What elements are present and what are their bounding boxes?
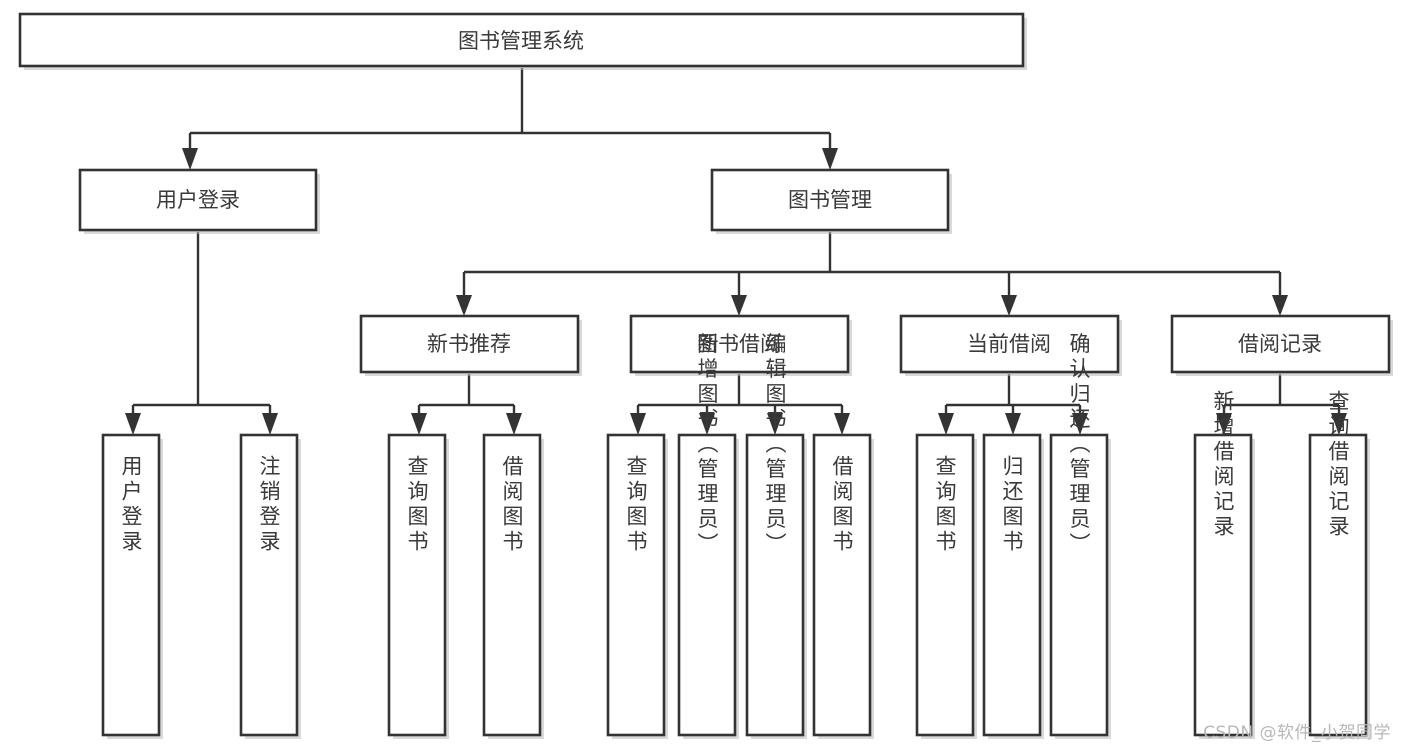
- leaf-book-borrow-1-box: [677, 433, 737, 737]
- leaf-book-borrow-0-box: [606, 433, 666, 737]
- leaf-node[interactable]: 查询图书: [915, 433, 977, 739]
- arrowhead-book-manage: [822, 148, 838, 170]
- leaf-new-book-rec-1-label: 借阅图书: [500, 455, 524, 555]
- leaf-node[interactable]: 查询图书: [387, 433, 449, 739]
- node-current-borrow-label: 当前借阅: [967, 332, 1051, 356]
- leaf-node[interactable]: 确认归还（管理员）: [1049, 333, 1111, 740]
- leaf-current-borrow-1-box: [982, 433, 1042, 737]
- arrowhead-user-login: [182, 148, 198, 170]
- leaf-borrow-record-0-label: 新增借阅记录: [1211, 390, 1235, 540]
- leaf-book-borrow-3-label: 借阅图书: [830, 455, 854, 555]
- leaf-book-borrow-2-label: 编辑图书（管理员）: [763, 333, 787, 558]
- leaf-book-borrow-0-label: 查询图书: [624, 455, 648, 555]
- node-current-borrow-box: [899, 314, 1120, 374]
- arrowhead-leaf-user-login-1: [262, 413, 278, 435]
- arrowhead-leaf-borrow-record-1: [1331, 413, 1347, 435]
- arrowhead-leaf-current-borrow-0: [938, 413, 954, 435]
- arrowhead-leaf-current-borrow-2: [1072, 413, 1088, 435]
- node-root[interactable]: 图书管理系统: [18, 12, 1027, 70]
- arrowhead-leaf-borrow-record-0: [1216, 413, 1232, 435]
- node-new-book-rec[interactable]: 新书推荐: [359, 314, 582, 376]
- node-new-book-rec-box: [359, 314, 580, 374]
- leaf-user-login-0-box: [101, 433, 161, 737]
- node-book-manage[interactable]: 图书管理: [710, 168, 952, 234]
- node-book-manage-box: [710, 168, 950, 232]
- leaf-book-borrow-2-box: [745, 433, 805, 737]
- leaf-book-borrow-1-label: 新增图书（管理员）: [695, 333, 719, 558]
- leaf-node[interactable]: 用户登录: [101, 433, 163, 739]
- node-book-borrow[interactable]: 图书借阅: [629, 314, 852, 376]
- leaf-node[interactable]: 借阅图书: [812, 433, 874, 739]
- node-current-borrow[interactable]: 当前借阅: [899, 314, 1122, 376]
- leaf-node[interactable]: 注销登录: [239, 433, 301, 739]
- leaf-borrow-record-0-box: [1193, 433, 1253, 737]
- leaf-user-login-0-label: 用户登录: [119, 455, 143, 555]
- arrowhead-current-borrow: [1001, 295, 1017, 316]
- leaf-user-login-1-label: 注销登录: [257, 455, 281, 555]
- arrowhead-leaf-current-borrow-1: [1005, 413, 1021, 435]
- leaf-book-borrow-3-box: [812, 433, 872, 737]
- leaf-node[interactable]: 查询借阅记录: [1308, 390, 1370, 739]
- leaf-node[interactable]: 查询图书: [606, 433, 668, 739]
- arrowhead-leaf-book-borrow-0: [630, 413, 646, 435]
- leaf-borrow-record-1-box: [1308, 433, 1368, 737]
- leaf-new-book-rec-0-label: 查询图书: [405, 455, 429, 555]
- leaf-user-login-1-box: [239, 433, 299, 737]
- arrowhead-borrow-record: [1272, 295, 1288, 316]
- node-new-book-rec-label: 新书推荐: [427, 332, 511, 356]
- connector-layer: [125, 68, 1347, 435]
- node-borrow-record-box: [1170, 314, 1391, 374]
- leaf-node[interactable]: 归还图书: [982, 433, 1044, 739]
- node-book-borrow-box: [629, 314, 850, 374]
- node-borrow-record[interactable]: 借阅记录: [1170, 314, 1393, 376]
- arrowhead-leaf-book-borrow-3: [834, 413, 850, 435]
- node-user-login[interactable]: 用户登录: [78, 168, 320, 234]
- leaf-current-borrow-1-label: 归还图书: [1000, 455, 1024, 555]
- arrowhead-leaf-new-book-rec-0: [411, 413, 427, 435]
- leaf-current-borrow-2-box: [1049, 433, 1109, 737]
- arrowhead-leaf-user-login-0: [125, 413, 141, 435]
- leaf-current-borrow-0-label: 查询图书: [933, 455, 957, 555]
- leaf-node[interactable]: 新增图书（管理员）: [677, 333, 739, 740]
- leaf-node[interactable]: 借阅图书: [482, 433, 544, 739]
- leaf-borrow-record-1-label: 查询借阅记录: [1326, 390, 1350, 540]
- node-book-manage-label: 图书管理: [788, 188, 872, 212]
- arrowhead-leaf-new-book-rec-1: [506, 413, 522, 435]
- node-root-box: [18, 12, 1025, 68]
- node-borrow-record-label: 借阅记录: [1238, 332, 1322, 356]
- leaf-current-borrow-2-label: 确认归还（管理员）: [1067, 333, 1091, 558]
- leaf-new-book-rec-0-box: [387, 433, 447, 737]
- leaf-node[interactable]: 新增借阅记录: [1193, 390, 1255, 739]
- arrowhead-leaf-book-borrow-2: [767, 413, 783, 435]
- node-book-borrow-label: 图书借阅: [697, 332, 781, 356]
- arrowhead-leaf-book-borrow-1: [699, 413, 715, 435]
- node-user-login-box: [78, 168, 318, 232]
- leaf-node[interactable]: 编辑图书（管理员）: [745, 333, 807, 740]
- arrowhead-new-book-rec: [456, 295, 472, 316]
- arrowhead-book-borrow: [731, 295, 747, 316]
- leaf-new-book-rec-1-box: [482, 433, 542, 737]
- leaf-current-borrow-0-box: [915, 433, 975, 737]
- node-user-login-label: 用户登录: [156, 188, 240, 212]
- node-root-label: 图书管理系统: [458, 29, 584, 53]
